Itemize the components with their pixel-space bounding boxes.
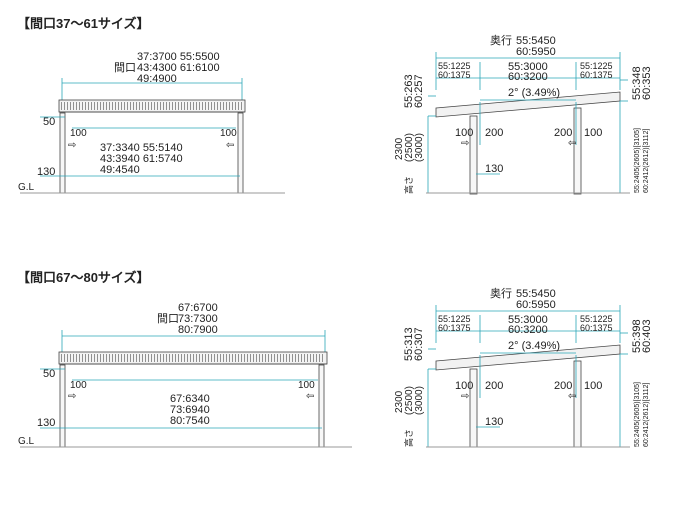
height-label: 高さ (403, 176, 414, 194)
post-back (573, 360, 582, 448)
height-label: 高さ (403, 429, 414, 447)
left-height-2: 60:307 (413, 327, 425, 361)
seg-mid-2: 60:3200 (508, 71, 548, 83)
inner-width-line-2: 73:6940 (170, 404, 210, 416)
right-vert-2: 60:2412(2612)[3112] (643, 128, 650, 193)
post-back (573, 107, 582, 195)
front-elevation-top: 37:3700 55:5500 間口 43:4300 61:6100 49:49… (18, 51, 285, 194)
right-vert-1: 55:2405(2605)[3105] (634, 382, 641, 447)
right-offset: 100 (220, 128, 237, 139)
depth-line-2: 60:5950 (516, 299, 556, 311)
svg-text:⇦: ⇦ (306, 391, 314, 402)
left-height-1: 55:313 (403, 327, 415, 361)
seg-left-1: 55:1225 (438, 61, 471, 71)
front-width-line-3: 49:4900 (137, 73, 177, 85)
post-130: 130 (485, 163, 503, 175)
right-height-2: 60:353 (641, 66, 653, 100)
height-130: 130 (37, 166, 55, 178)
left-height-2: 60:257 (413, 74, 425, 108)
post-right-200: 200 (554, 127, 572, 139)
ground-level: G.L (18, 182, 35, 193)
right-offset: 100 (298, 380, 315, 391)
depth-line-1: 55:5450 (516, 288, 556, 300)
ground-level: G.L (18, 436, 35, 447)
slope-label: 2° (3.49%) (508, 87, 560, 99)
front-width-line-2: 43:4300 61:6100 (137, 62, 220, 74)
side-elevation-top: 奥行 55:5450 60:5950 55:1225 60:1375 55:30… (394, 33, 653, 195)
post-right-100: 100 (584, 127, 602, 139)
right-vert-1: 55:2405(2605)[3105] (634, 128, 641, 193)
seg-left-2: 60:1375 (438, 70, 471, 80)
seg-left-2: 60:1375 (438, 323, 471, 333)
left-offset: 100 (70, 380, 87, 391)
seg-right-1: 55:1225 (580, 61, 613, 71)
section-heading-bottom: 【間口67～80サイズ】 (17, 270, 150, 285)
seg-right-2: 60:1375 (580, 70, 613, 80)
height-50: 50 (43, 116, 55, 128)
depth-label: 奥行 (490, 286, 512, 300)
post-left (59, 112, 66, 194)
seg-mid-2: 60:3200 (508, 324, 548, 336)
svg-text:⇨: ⇨ (68, 391, 76, 402)
post-130: 130 (485, 416, 503, 428)
inner-width-line-3: 49:4540 (100, 164, 140, 176)
front-width-line-1: 37:3700 55:5500 (137, 51, 220, 63)
right-vert-2: 60:2412(2612)[3112] (643, 382, 650, 447)
svg-text:⇨: ⇨ (461, 391, 469, 402)
front-elevation-bottom: 67:6700 間口 73:7300 80:7900 100 100 ⇨ ⇦ 6… (18, 302, 352, 448)
front-width-line-1: 67:6700 (178, 302, 218, 314)
right-height-1: 55:398 (631, 319, 643, 353)
seg-mid-1: 55:3000 (508, 61, 548, 73)
post-left-100: 100 (455, 380, 473, 392)
height-130: 130 (37, 417, 55, 429)
inner-width-line-2: 43:3940 61:5740 (100, 153, 183, 165)
svg-text:⇦: ⇦ (568, 138, 576, 149)
height-1: 2300 (394, 137, 405, 160)
seg-mid-1: 55:3000 (508, 314, 548, 326)
svg-text:⇦: ⇦ (226, 140, 234, 151)
left-offset: 100 (70, 128, 87, 139)
depth-line-1: 55:5450 (516, 35, 556, 47)
post-right (237, 112, 244, 194)
inner-width-line-3: 80:7540 (170, 415, 210, 427)
right-height-2: 60:403 (641, 319, 653, 353)
svg-text:⇨: ⇨ (68, 140, 76, 151)
front-width-label: 間口 (114, 61, 136, 74)
front-width-line-2: 73:7300 (178, 313, 218, 325)
height-3: (3000) (414, 386, 425, 415)
slope-label: 2° (3.49%) (508, 340, 560, 352)
svg-text:⇨: ⇨ (461, 138, 469, 149)
front-width-label: 間口 (157, 312, 179, 325)
right-height-1: 55:348 (631, 66, 643, 100)
post-left-200: 200 (485, 127, 503, 139)
post-front (469, 115, 478, 195)
post-right-100: 100 (584, 380, 602, 392)
inner-width-line-1: 37:3340 55:5140 (100, 142, 183, 154)
depth-line-2: 60:5950 (516, 46, 556, 58)
post-left-100: 100 (455, 127, 473, 139)
seg-left-1: 55:1225 (438, 314, 471, 324)
section-heading-top: 【間口37～61サイズ】 (17, 16, 150, 31)
seg-right-1: 55:1225 (580, 314, 613, 324)
post-right-200: 200 (554, 380, 572, 392)
seg-right-2: 60:1375 (580, 323, 613, 333)
height-2: (2500) (404, 133, 415, 162)
inner-width-line-1: 67:6340 (170, 393, 210, 405)
height-50: 50 (43, 368, 55, 380)
front-width-line-3: 80:7900 (178, 324, 218, 336)
height-3: (3000) (414, 133, 425, 162)
post-right (318, 364, 325, 448)
depth-label: 奥行 (490, 33, 512, 47)
height-2: (2500) (404, 386, 415, 415)
side-elevation-bottom: 奥行 55:5450 60:5950 55:1225 60:1375 55:30… (394, 286, 653, 448)
left-height-1: 55:263 (403, 74, 415, 108)
post-left-200: 200 (485, 380, 503, 392)
svg-text:⇦: ⇦ (568, 391, 576, 402)
post-left (59, 364, 66, 448)
height-1: 2300 (394, 390, 405, 413)
